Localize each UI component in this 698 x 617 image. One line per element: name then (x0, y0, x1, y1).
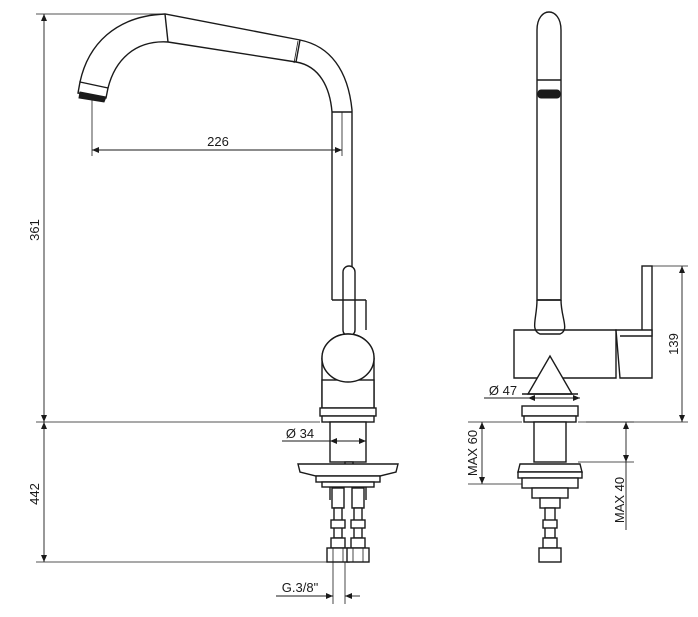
side-body (513, 329, 617, 379)
label-361: 361 (27, 219, 42, 241)
spout-outline (79, 13, 353, 268)
dimension-body-diameter: Ø 34 (282, 426, 366, 444)
dimension-side-diameter: Ø 47 (484, 383, 580, 401)
side-spout (536, 11, 562, 301)
label-max-40: MAX 40 (612, 477, 627, 523)
label-g38: G.3/8" (282, 580, 319, 595)
dimension-overall-height: 361 (27, 13, 320, 423)
label-442: 442 (27, 483, 42, 505)
dimension-connection-thread: G.3/8" (276, 562, 360, 604)
label-dia-47: Ø 47 (489, 383, 517, 398)
dimension-max-60: MAX 60 (465, 421, 522, 485)
dimension-spout-reach: 226 (91, 100, 343, 156)
side-view (513, 11, 653, 563)
label-139: 139 (666, 333, 681, 355)
dimension-below-deck: 442 (27, 422, 330, 563)
spout-inner-outline (107, 41, 333, 300)
label-max-60: MAX 60 (465, 430, 480, 476)
label-dia-34: Ø 34 (286, 426, 314, 441)
dimension-max-40: MAX 40 (578, 421, 634, 530)
supply-hoses (326, 487, 370, 563)
lever-handle (342, 265, 356, 337)
side-lever (641, 265, 653, 337)
base-flange (319, 407, 377, 417)
label-226: 226 (207, 134, 229, 149)
mounting-plate (297, 463, 399, 477)
front-view (77, 13, 399, 563)
